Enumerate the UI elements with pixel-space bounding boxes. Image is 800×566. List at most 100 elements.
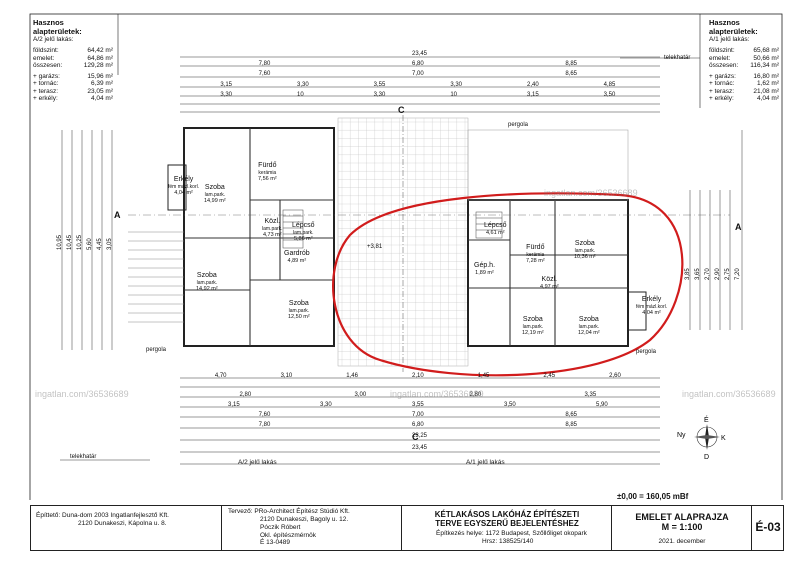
dimension-top: 3,30	[450, 82, 463, 88]
left-area-table: Hasznos alapterületek: A/2 jelű lakás: f…	[33, 18, 113, 103]
room-name: Szoba	[288, 300, 309, 307]
dimension-top: 3,15	[527, 92, 539, 98]
section-c-bottom-label: C	[412, 432, 419, 442]
room-name: Szoba	[522, 316, 543, 323]
room-name: Gép.h.	[474, 262, 496, 269]
dimension-bottom: 2,60	[609, 373, 621, 379]
room-area: 4,61 m²	[485, 230, 505, 236]
room-name: Lépcső	[484, 222, 507, 229]
left-area-value: 64,86 m²	[87, 54, 113, 62]
pergola-left-label: pergola	[146, 347, 167, 353]
right-room-label: Közl.4,97 m²	[540, 276, 559, 290]
room-name: Közl.	[264, 218, 281, 225]
compass-east-label: K	[721, 435, 726, 442]
room-name: Fürdő	[258, 162, 277, 169]
room-area: 14,99 m²	[204, 198, 226, 204]
dimension-top: 3,50	[603, 92, 616, 98]
left-extra-label: + garázs:	[33, 72, 60, 80]
sheet-number: É-03	[755, 520, 781, 534]
drawing-scale: M = 1:100	[661, 522, 703, 532]
room-area: 4,73 m²	[262, 232, 282, 238]
room-floor-type: lam.park.	[204, 192, 226, 198]
a1-unit-label: A/1 jelű lakás	[466, 459, 505, 466]
right-extra-value: 21,08 m²	[753, 87, 779, 95]
dimension-top: 7,60	[258, 71, 271, 77]
room-area: 14,92 m²	[196, 286, 218, 292]
right-area-row: emelet: 50,66 m²	[709, 55, 779, 63]
right-area-label: emelet:	[709, 54, 731, 62]
site-value: 1172 Budapest, Szőllőliget okopark	[485, 530, 587, 537]
sheet-section: É-03	[751, 506, 784, 550]
room-area: 5,86 m²	[293, 236, 313, 242]
section-a-left-label: A	[114, 210, 121, 220]
dimension-left-vertical: 10,25	[77, 234, 83, 250]
right-room-label: Gép.h.1,89 m²	[474, 262, 495, 276]
left-area-row: földszint:64,42 m²	[33, 47, 113, 55]
left-area-subtitle: A/2 jelű lakás:	[33, 36, 74, 43]
telekhatar-bottom-label: telekhatár	[70, 454, 97, 460]
left-area-label: földszint:	[33, 47, 59, 54]
watermark-3: ingatlan.com/36536689	[390, 389, 484, 399]
left-extra-value: 6,39 m²	[90, 80, 113, 87]
room-name: Erkély	[173, 176, 194, 183]
room-area: 7,28 m²	[526, 258, 545, 264]
dimension-top: 10	[450, 92, 458, 98]
right-area-value: 50,66 m²	[753, 54, 779, 62]
room-area: 4,04 m²	[174, 190, 193, 196]
builder-address: 2120 Dunakeszi, Kápolna u. 8.	[78, 520, 167, 527]
dimension-bottom: 3,00	[354, 392, 367, 398]
dimension-top: 3,55	[373, 82, 386, 88]
dimension-bottom: 3,55	[412, 402, 424, 408]
compass-west-label: Ny	[677, 432, 686, 439]
designer-person: Póczik Róbert	[260, 524, 301, 531]
left-room-label: Közl.lam.park.4,73 m²	[262, 218, 283, 238]
dimension-bottom: 3,50	[504, 402, 516, 408]
dimension-right-vertical: 2,90	[715, 268, 721, 280]
dimension-top: 7,80	[258, 61, 271, 67]
dimension-bottom: 3,35	[584, 392, 597, 398]
room-name: Lépcső	[292, 222, 315, 229]
room-area: 4,97 m²	[540, 284, 559, 290]
designer-title: Okl. építészmérnök	[260, 532, 316, 539]
right-extra-value: 1,62 m²	[756, 80, 779, 87]
left-extra-value: 15,96 m²	[87, 72, 113, 80]
room-floor-type: lam.park.	[288, 308, 310, 314]
room-floor-type: lam.park.	[578, 324, 600, 330]
left-extra-label: + tornác:	[33, 80, 59, 87]
dimension-bottom: 6,80	[412, 422, 424, 428]
compass-north-label: É	[704, 415, 709, 424]
watermark-1: ingatlan.com/36536689	[544, 188, 638, 198]
room-floor-type: fém mázl.korl.	[636, 304, 668, 310]
right-area-label: földszint:	[709, 47, 735, 54]
right-area-subtitle: A/1 jelű lakás:	[709, 36, 750, 43]
room-name: Szoba	[196, 272, 217, 279]
room-area: 7,56 m²	[258, 176, 277, 182]
dimension-right-vertical: 3,85	[685, 268, 691, 280]
dimension-bottom: 3,30	[320, 402, 332, 408]
room-floor-type: kerámia	[258, 170, 277, 176]
pergola-top-label: pergola	[508, 122, 529, 128]
right-extra-value: 4,04 m²	[756, 95, 779, 102]
right-extra-label: + garázs:	[709, 72, 736, 80]
dimension-top-total: 23,45	[412, 51, 428, 57]
compass-south-label: D	[704, 454, 709, 461]
room-floor-type: lam.park.	[522, 324, 544, 330]
section-a-right-label: A	[735, 222, 742, 232]
left-area-row: emelet:64,86 m²	[33, 55, 113, 63]
dimension-left-vertical: 10,95	[57, 234, 63, 250]
dimension-top: 8,85	[565, 61, 578, 67]
left-extra-row: + tornác: 6,39 m²	[33, 80, 113, 88]
dimension-right-vertical: 7,20	[735, 268, 741, 280]
room-floor-type: lam.park.	[196, 280, 218, 286]
room-name: Szoba	[204, 184, 225, 191]
left-area-label: összesen:	[33, 62, 63, 69]
room-area: 12,04 m²	[578, 330, 600, 336]
left-extra-value: 23,05 m²	[87, 87, 113, 95]
right-area-value: 65,68 m²	[753, 47, 779, 54]
